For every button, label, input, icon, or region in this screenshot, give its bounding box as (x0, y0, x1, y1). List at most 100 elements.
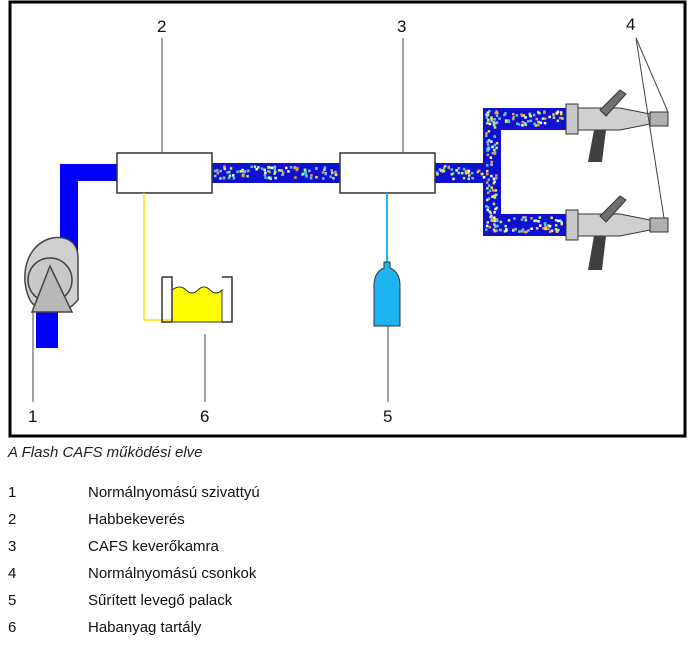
legend-row: 4 Normálnyomású csonkok (8, 565, 608, 592)
foam-bubble (544, 117, 547, 120)
foam-bubble (499, 228, 502, 232)
foam-bubble (485, 205, 488, 208)
foam-bubble (447, 166, 450, 170)
foam-bubble (526, 120, 530, 123)
cafs-mixing-chamber (339, 152, 436, 194)
foam-bubble (561, 117, 564, 120)
foam-bubble (331, 171, 334, 175)
foam-bubble (270, 166, 274, 170)
foam-bubble (507, 120, 510, 124)
foam-bubble (485, 134, 488, 138)
foam-bubble (493, 218, 496, 221)
foam-bubble (528, 112, 532, 116)
nozzle-upper-tip (649, 111, 669, 127)
legend-text: Habanyag tartály (88, 619, 202, 636)
foam-bubble (438, 168, 442, 171)
foam-bubble (522, 216, 525, 219)
foam-bubble (294, 176, 297, 179)
foam-bubble (487, 197, 491, 200)
foam-bubble (309, 176, 313, 180)
foam-bubble (486, 113, 489, 117)
legend-number: 2 (8, 511, 17, 528)
foam-bubble (493, 135, 496, 138)
foam-bubble (535, 117, 538, 121)
foam-bubble (490, 119, 494, 122)
foam-bubble (487, 130, 491, 133)
label-foam-tank: 6 (200, 407, 209, 426)
pump (24, 236, 79, 313)
foam-bubble (490, 118, 493, 121)
foam-bubble (492, 202, 496, 206)
foam-bubble (492, 177, 496, 181)
foam-bubble (537, 120, 540, 124)
foam-bubble (520, 113, 523, 116)
foam-bubble (524, 123, 527, 127)
legend-row: 1 Normálnyomású szivattyú (8, 484, 608, 511)
foam-bubble (330, 169, 333, 172)
legend-number: 5 (8, 592, 17, 609)
foam-bubble (517, 123, 521, 126)
foam-bubble (504, 224, 507, 228)
foam-bubble (274, 176, 277, 180)
foam-bubble (334, 170, 337, 174)
foam-bubble (268, 170, 271, 174)
legend: 1 Normálnyomású szivattyú 2 Habbekeverés… (8, 484, 608, 646)
foam-bubble (232, 174, 235, 177)
foam-bubble (465, 169, 469, 173)
foam-bubble (486, 198, 489, 202)
foam-bubble (289, 166, 293, 169)
foam-bubble (505, 229, 508, 232)
foam-bubble (285, 166, 288, 170)
foam-bubble (537, 220, 540, 223)
foam-tank-liquid (171, 286, 223, 323)
leader-line-4a (635, 37, 669, 113)
foam-bubble (495, 142, 499, 145)
nozzle-lower-coupling (565, 209, 579, 241)
foam-bubble (323, 166, 327, 169)
foam-bubble (496, 219, 499, 223)
foam-bubble (530, 217, 533, 220)
foam-bubble (514, 227, 517, 231)
label-nozzles: 4 (626, 15, 635, 34)
foam-bubble (538, 112, 541, 115)
foam-bubble (560, 222, 563, 226)
foam-bubble (250, 165, 253, 168)
foam-bubble (263, 168, 266, 172)
foam-bubble (495, 110, 498, 113)
legend-number: 4 (8, 565, 17, 582)
foam-bubble (544, 225, 547, 228)
foam-bubble (534, 124, 537, 127)
legend-text: Normálnyomású csonkok (88, 565, 257, 582)
foam-bubble (492, 228, 496, 231)
foam-bubble (548, 224, 552, 228)
foam-tank (161, 276, 233, 323)
legend-number: 3 (8, 538, 17, 555)
foam-bubble (441, 169, 444, 172)
foam-bubble (487, 139, 491, 142)
foam-bubble (462, 167, 466, 171)
foam-bubble (528, 114, 532, 117)
foam-bubble (559, 219, 562, 222)
foam-bubble (477, 169, 481, 172)
foam-bubble (485, 132, 488, 135)
foam-bubble (488, 189, 492, 193)
foam-bubble (560, 221, 563, 224)
foam-bubble (543, 111, 546, 114)
foam-bubble (468, 174, 471, 177)
foam-bubble (488, 226, 492, 229)
foam-bubble (552, 116, 556, 119)
foam-bubble (550, 216, 553, 219)
foam-bubble (535, 219, 538, 222)
diagram-caption: A Flash CAFS működési elve (8, 444, 203, 461)
foam-bubble (557, 219, 560, 223)
foam-bubble (490, 140, 493, 143)
foam-bubble (281, 173, 284, 176)
foam-bubble (450, 173, 454, 176)
foam-bubble (494, 225, 497, 228)
foam-bubble (493, 223, 496, 226)
foam-bubbles (213, 110, 564, 234)
foam-bubble (226, 171, 229, 174)
nozzle-upper-handle (588, 130, 606, 162)
foam-bubble (229, 167, 233, 170)
foam-bubble (556, 110, 560, 113)
